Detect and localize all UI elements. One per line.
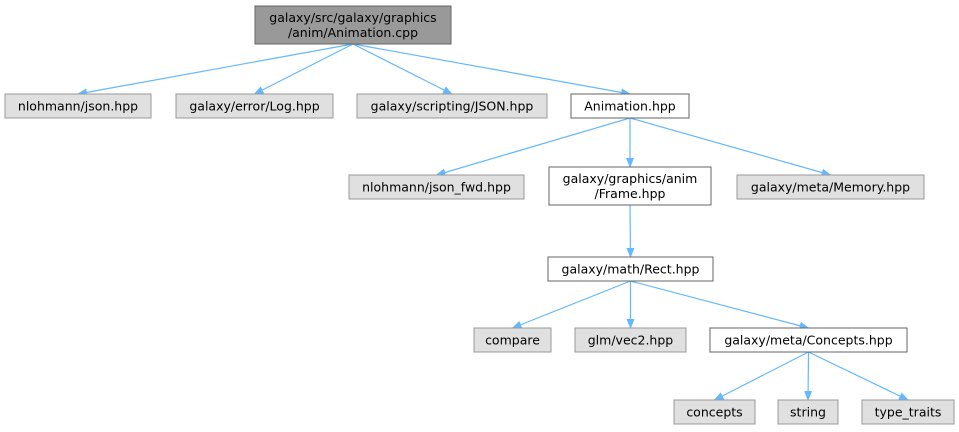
node-json_fwd: nlohmann/json_fwd.hpp	[348, 174, 525, 200]
node-nlohmann_json: nlohmann/json.hpp	[4, 93, 152, 119]
node-scripting_json: galaxy/scripting/JSON.hpp	[356, 93, 548, 119]
node-box-meta_memory	[736, 174, 925, 200]
node-math_rect[interactable]: galaxy/math/Rect.hpp	[547, 256, 714, 282]
edge-animation_cpp-to-animation_hpp	[352, 43, 631, 97]
node-box-nlohmann_json	[4, 93, 152, 119]
node-label-concepts: concepts	[686, 405, 742, 420]
edges-layer	[77, 43, 909, 401]
node-frame_hpp[interactable]: galaxy/graphics/anim/Frame.hpp	[548, 166, 712, 206]
node-compare: compare	[473, 327, 552, 353]
edge-meta_concepts-to-concepts	[713, 351, 809, 401]
edge-animation_cpp-to-error_log	[253, 43, 354, 95]
node-label-scripting_json: galaxy/scripting/JSON.hpp	[371, 99, 534, 114]
edge-animation_cpp-to-scripting_json	[352, 43, 453, 95]
node-box-glm_vec2	[574, 327, 687, 353]
node-label-animation_hpp: Animation.hpp	[584, 99, 676, 114]
node-animation_hpp[interactable]: Animation.hpp	[570, 93, 690, 119]
edge-animation_hpp-to-json_fwd	[435, 117, 631, 177]
node-concepts: concepts	[673, 399, 756, 425]
node-string: string	[777, 399, 839, 425]
node-label-glm_vec2: glm/vec2.hpp	[588, 333, 674, 348]
edge-animation_hpp-to-meta_memory	[629, 117, 832, 177]
node-box-frame_hpp	[548, 166, 712, 206]
node-box-concepts	[673, 399, 756, 425]
node-label-nlohmann_json: nlohmann/json.hpp	[18, 99, 138, 114]
node-label-type_traits: type_traits	[875, 405, 942, 420]
node-label-frame_hpp-line-1: /Frame.hpp	[595, 186, 666, 201]
node-box-animation_hpp	[570, 93, 690, 119]
node-glm_vec2: glm/vec2.hpp	[574, 327, 687, 353]
node-box-scripting_json	[356, 93, 548, 119]
node-box-math_rect	[547, 256, 714, 282]
node-meta_concepts[interactable]: galaxy/meta/Concepts.hpp	[709, 327, 908, 353]
nodes-layer: galaxy/src/galaxy/graphics/anim/Animatio…	[4, 5, 955, 425]
node-label-frame_hpp-line-0: galaxy/graphics/anim	[563, 171, 698, 186]
edge-meta_concepts-to-string	[804, 351, 813, 401]
edge-math_rect-to-compare	[511, 280, 631, 329]
node-box-animation_cpp	[254, 5, 452, 45]
node-box-json_fwd	[348, 174, 525, 200]
node-label-string: string	[790, 405, 826, 420]
node-box-error_log	[175, 93, 334, 119]
node-label-animation_cpp-line-0: galaxy/src/galaxy/graphics	[269, 10, 436, 25]
node-label-error_log: galaxy/error/Log.hpp	[189, 99, 319, 114]
node-type_traits: type_traits	[861, 399, 955, 425]
node-label-meta_memory: galaxy/meta/Memory.hpp	[751, 180, 910, 195]
node-animation_cpp[interactable]: galaxy/src/galaxy/graphics/anim/Animatio…	[254, 5, 452, 45]
node-box-type_traits	[861, 399, 955, 425]
node-label-json_fwd: nlohmann/json_fwd.hpp	[362, 180, 511, 195]
node-box-compare	[473, 327, 552, 353]
node-meta_memory: galaxy/meta/Memory.hpp	[736, 174, 925, 200]
node-box-string	[777, 399, 839, 425]
node-label-meta_concepts: galaxy/meta/Concepts.hpp	[724, 333, 892, 348]
node-label-math_rect: galaxy/math/Rect.hpp	[562, 262, 700, 277]
node-box-meta_concepts	[709, 327, 908, 353]
node-label-compare: compare	[485, 333, 540, 348]
edge-meta_concepts-to-type_traits	[808, 351, 909, 401]
edge-math_rect-to-meta_concepts	[630, 280, 810, 330]
edge-animation_cpp-to-nlohmann_json	[77, 43, 354, 97]
node-error_log: galaxy/error/Log.hpp	[175, 93, 334, 119]
edge-frame_hpp-to-math_rect	[626, 204, 635, 258]
node-label-animation_cpp-line-1: /anim/Animation.cpp	[288, 25, 418, 40]
